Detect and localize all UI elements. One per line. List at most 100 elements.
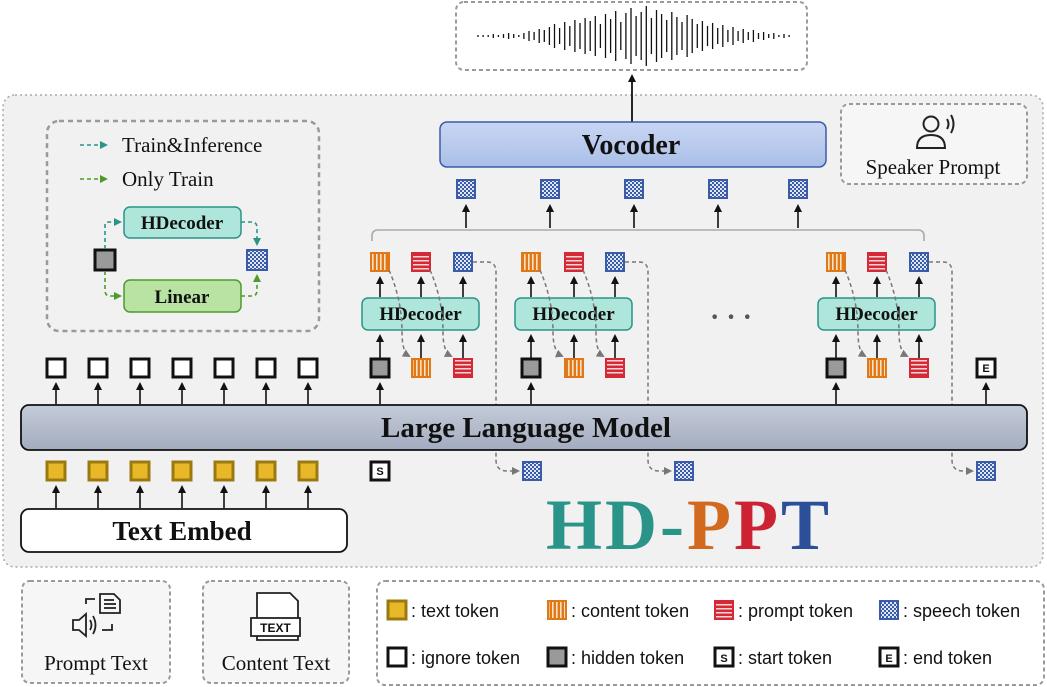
legend-content-token-icon — [547, 600, 567, 620]
content-text-box: TEXT Content Text — [202, 580, 350, 684]
legend-green-path-in — [104, 271, 122, 300]
legend-hidden-token-icon-2 — [546, 646, 568, 668]
input-text-token — [45, 460, 67, 482]
ignore-token — [129, 357, 151, 379]
ignore-token — [255, 357, 277, 379]
next-speech-token — [976, 461, 996, 481]
speaker-prompt-label: Speaker Prompt — [866, 155, 1001, 179]
input-text-token — [297, 460, 319, 482]
legend-end-token-letter: E — [885, 653, 892, 665]
output-prompt-token — [867, 252, 887, 272]
prompt-feedback-path — [582, 269, 605, 357]
next-speech-token — [522, 461, 542, 481]
model-name-hd: HD- — [546, 485, 687, 565]
input-prompt-token — [605, 358, 625, 378]
output-prompt-token — [564, 252, 584, 272]
speech-feedback-path — [473, 261, 520, 475]
hdecoder-block — [361, 297, 480, 331]
token-legend: : text token : content token : prompt to… — [376, 580, 1045, 686]
hdecoder-label: HDecoder — [532, 304, 615, 325]
prompt-feedback-path — [429, 269, 453, 357]
legend-start-token-letter: S — [720, 653, 727, 665]
input-text-token — [213, 460, 235, 482]
legend-ignore-token-icon — [386, 646, 408, 668]
legend-content-token-label: : content token — [571, 601, 689, 621]
legend-speech-token-icon-2 — [879, 600, 899, 620]
legend-green-path-out — [241, 274, 261, 297]
vocoder-label: Vocoder — [582, 130, 681, 161]
end-token-letter: E — [982, 363, 989, 375]
ellipsis: · · · — [710, 302, 752, 333]
legend-speech-token-label: : speech token — [903, 601, 1020, 621]
only-train-label: Only Train — [122, 167, 214, 191]
ignore-token — [213, 357, 235, 379]
end-token — [975, 357, 997, 379]
speech-feedback-path — [929, 261, 974, 475]
input-text-token — [255, 460, 277, 482]
train-inference-label: Train&Inference — [122, 133, 262, 157]
document-text-icon: TEXT — [250, 592, 301, 641]
ignore-token — [297, 357, 319, 379]
hdecoder-label: HDecoder — [379, 304, 462, 325]
input-prompt-token — [453, 358, 473, 378]
output-content-token — [521, 252, 541, 272]
legend-teal-path-in — [104, 218, 122, 249]
input-content-token — [564, 358, 584, 378]
hidden-token — [520, 357, 542, 379]
legend-text-token-icon — [386, 599, 408, 621]
legend-teal-path-out — [241, 221, 261, 246]
legend-end-token-icon — [878, 646, 900, 668]
legend-ignore-token-label: : ignore token — [411, 648, 520, 668]
output-content-token — [826, 252, 846, 272]
vocoder-input-speech-token — [540, 179, 560, 199]
legend-start-token-label: : start token — [738, 648, 832, 668]
content-feedback-path — [388, 269, 411, 357]
ignore-token — [171, 357, 193, 379]
input-text-token — [171, 460, 193, 482]
arrow-legend-box: Train&Inference Only Train HDecoder Line… — [45, 119, 321, 333]
ignore-token — [87, 357, 109, 379]
model-name-p1: P — [687, 485, 734, 565]
prompt-text-box: Prompt Text — [21, 580, 171, 684]
text-embed-block: Text Embed — [20, 508, 348, 553]
content-text-label: Content Text — [222, 651, 331, 675]
vocoder-input-speech-token — [624, 179, 644, 199]
hidden-token — [369, 357, 391, 379]
llm-label: Large Language Model — [381, 412, 671, 444]
input-text-token — [129, 460, 151, 482]
content-feedback-path — [539, 269, 564, 358]
output-speech-token — [453, 252, 473, 272]
audio-waveform-icon — [477, 6, 790, 66]
legend-linear-label: Linear — [155, 287, 210, 308]
speech-feedback-path — [625, 261, 672, 475]
hdecoder-label: HDecoder — [835, 304, 918, 325]
text-embed-label: Text Embed — [112, 516, 251, 546]
vocoder-input-speech-token — [456, 179, 476, 199]
prompt-feedback-path — [885, 269, 909, 357]
content-icon-text: TEXT — [260, 621, 291, 635]
start-token — [369, 460, 391, 482]
output-prompt-token — [411, 252, 431, 272]
speaker-prompt-box: Speaker Prompt — [840, 103, 1028, 185]
input-text-token — [87, 460, 109, 482]
model-name: HD-PPT — [546, 485, 832, 565]
input-content-token — [411, 358, 431, 378]
hdecoder-block — [514, 297, 633, 331]
legend-prompt-token-icon — [714, 600, 734, 620]
vocoder-input-speech-token — [708, 179, 728, 199]
legend-hdecoder-label: HDecoder — [141, 213, 224, 234]
speaker-icon — [915, 114, 955, 149]
vocoder-block: Vocoder — [439, 121, 827, 168]
model-name-t: T — [781, 485, 832, 565]
llm-block: Large Language Model — [20, 404, 1028, 451]
legend-end-token-label: : end token — [903, 648, 992, 668]
speech-to-text-icon — [72, 593, 121, 638]
legend-speech-token-icon — [246, 249, 268, 271]
start-token-letter: S — [376, 466, 383, 478]
model-name-p2: P — [734, 485, 781, 565]
input-prompt-token — [909, 358, 929, 378]
next-speech-token — [674, 461, 694, 481]
content-feedback-path — [844, 269, 867, 357]
hdecoder-block — [817, 297, 936, 331]
